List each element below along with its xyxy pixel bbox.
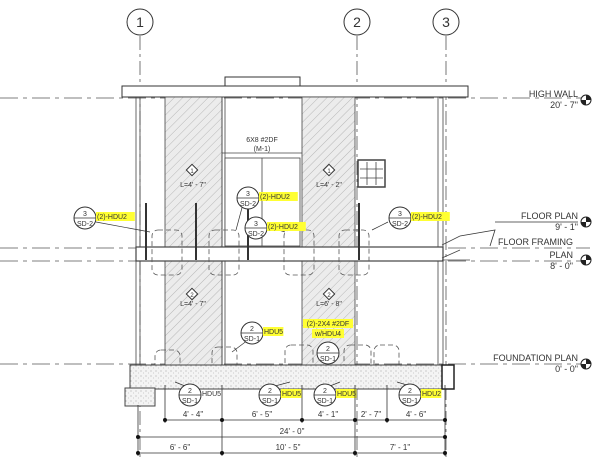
callout-number: 3 — [254, 221, 258, 228]
callout-sheet: SD-1 — [262, 398, 278, 405]
callout-note: HDU5 — [337, 391, 356, 398]
shearwall-tag: 2L=4' - 7" — [180, 287, 206, 308]
svg-text:PLAN: PLAN — [549, 250, 573, 260]
svg-text:0' - 0": 0' - 0" — [555, 364, 578, 374]
callout-note: HDU2 — [422, 391, 441, 398]
svg-text:7' - 1": 7' - 1" — [390, 443, 411, 452]
roof-parapet — [224, 76, 301, 87]
callout-sheet: SD-1 — [182, 398, 198, 405]
detail-callout: 2 SD-1 HDU2 — [398, 383, 442, 407]
detail-callout: 3 SD-2 (2)-HDU2 — [388, 206, 450, 230]
svg-text:20' - 7": 20' - 7" — [550, 100, 578, 110]
svg-text:L=4' - 2": L=4' - 2" — [316, 182, 342, 189]
callout-note: (2)-HDU2 — [260, 194, 290, 201]
callout-note: HDU5 — [202, 391, 221, 398]
callout-note: HDU5 — [282, 391, 301, 398]
svg-text:10' - 5": 10' - 5" — [276, 443, 301, 452]
grid-bubble-2: 2 — [343, 8, 371, 36]
callout-note: (2)-2X4 #2DF — [307, 321, 349, 328]
callout-sheet: SD-1 — [402, 398, 418, 405]
detail-callout: 2 SD-1 HDU5 — [178, 383, 221, 407]
callout-sheet: SD-2 — [77, 221, 93, 228]
detail-callout: 3 SD-2 (2)-HDU2 — [244, 216, 306, 240]
roof — [121, 85, 469, 98]
svg-text:6' - 6": 6' - 6" — [170, 443, 191, 452]
detail-callout: 2 SD-1 HDU5 — [258, 383, 302, 407]
svg-text:1: 1 — [190, 169, 194, 175]
footing-right — [441, 364, 455, 390]
svg-text:2: 2 — [327, 293, 331, 299]
svg-text:4' - 6": 4' - 6" — [406, 410, 427, 419]
callout-number: 2 — [268, 388, 272, 395]
callout-number: 3 — [83, 211, 87, 218]
callout-sheet: SD-2 — [248, 231, 264, 238]
dimension-ticks — [136, 418, 447, 455]
callout-sheet: SD-2 — [240, 201, 256, 208]
callout-number: 2 — [250, 326, 254, 333]
svg-text:8' - 0": 8' - 0" — [550, 261, 573, 271]
callout-sheet: SD-1 — [244, 336, 260, 343]
svg-text:3: 3 — [442, 14, 450, 30]
shearwall-tag: 1L=4' - 2" — [316, 163, 342, 189]
callout-note: (2)-HDU2 — [97, 214, 127, 221]
svg-text:FLOOR FRAMING: FLOOR FRAMING — [498, 237, 573, 247]
callout-sheet: SD-2 — [392, 221, 408, 228]
grid-bubble-1: 1 — [126, 8, 154, 36]
callout-number: 3 — [398, 211, 402, 218]
header-sub: (M-1) — [254, 146, 271, 153]
detail-callout: 3 SD-2 (2)-HDU2 — [73, 206, 135, 230]
dimension-labels: 4' - 4" 6' - 5" 4' - 1" 2' - 7" 4' - 6" … — [170, 410, 427, 452]
footing — [124, 387, 156, 407]
detail-callout: 2 SD-1 HDU5 — [313, 383, 357, 407]
svg-text:L=6' - 8": L=6' - 8" — [316, 301, 342, 308]
detail-callout: 2 SD-1 HDU5 — [240, 321, 284, 345]
dimension-lines — [137, 385, 446, 456]
svg-text:4' - 4": 4' - 4" — [183, 410, 204, 419]
detail-callout: 2 SD-1 (2)-2X4 #2DF w/HDU4 — [303, 319, 353, 365]
foundation-wall — [129, 364, 443, 390]
svg-text:1: 1 — [136, 14, 144, 30]
svg-text:L=4' - 7": L=4' - 7" — [180, 301, 206, 308]
grid-bubble-3: 3 — [432, 8, 460, 36]
svg-text:L=4' - 7": L=4' - 7" — [180, 182, 206, 189]
header-label: 6X8 #2DF — [246, 137, 278, 144]
shearwall-tag: 2L=6' - 8" — [316, 287, 342, 308]
callout-note: HDU5 — [264, 329, 283, 336]
callout-note: (2)-HDU2 — [412, 214, 442, 221]
shearwall-tag: 1L=4' - 7" — [180, 163, 206, 189]
svg-text:HIGH WALL: HIGH WALL — [529, 89, 578, 99]
svg-text:2' - 7": 2' - 7" — [361, 410, 382, 419]
svg-text:4' - 1": 4' - 1" — [318, 410, 339, 419]
svg-text:2: 2 — [353, 14, 361, 30]
detail-callout: 3 SD-2 (2)-HDU2 — [236, 186, 298, 210]
callout-note: (2)-HDU2 — [268, 224, 298, 231]
callout-number: 2 — [188, 388, 192, 395]
callout-note-2: w/HDU4 — [314, 331, 341, 338]
callout-sheet: SD-1 — [317, 398, 333, 405]
callout-number: 2 — [323, 388, 327, 395]
svg-text:1: 1 — [327, 169, 331, 175]
svg-text:FLOOR PLAN: FLOOR PLAN — [521, 211, 578, 221]
callout-number: 2 — [326, 346, 330, 353]
svg-text:FOUNDATION PLAN: FOUNDATION PLAN — [493, 353, 578, 363]
callout-sheet: SD-1 — [320, 356, 336, 363]
svg-text:9' - 1": 9' - 1" — [555, 222, 578, 232]
svg-text:6' - 5": 6' - 5" — [252, 410, 273, 419]
svg-text:2: 2 — [190, 293, 194, 299]
svg-text:24' - 0": 24' - 0" — [280, 427, 305, 436]
callout-number: 3 — [246, 191, 250, 198]
callout-number: 2 — [408, 388, 412, 395]
